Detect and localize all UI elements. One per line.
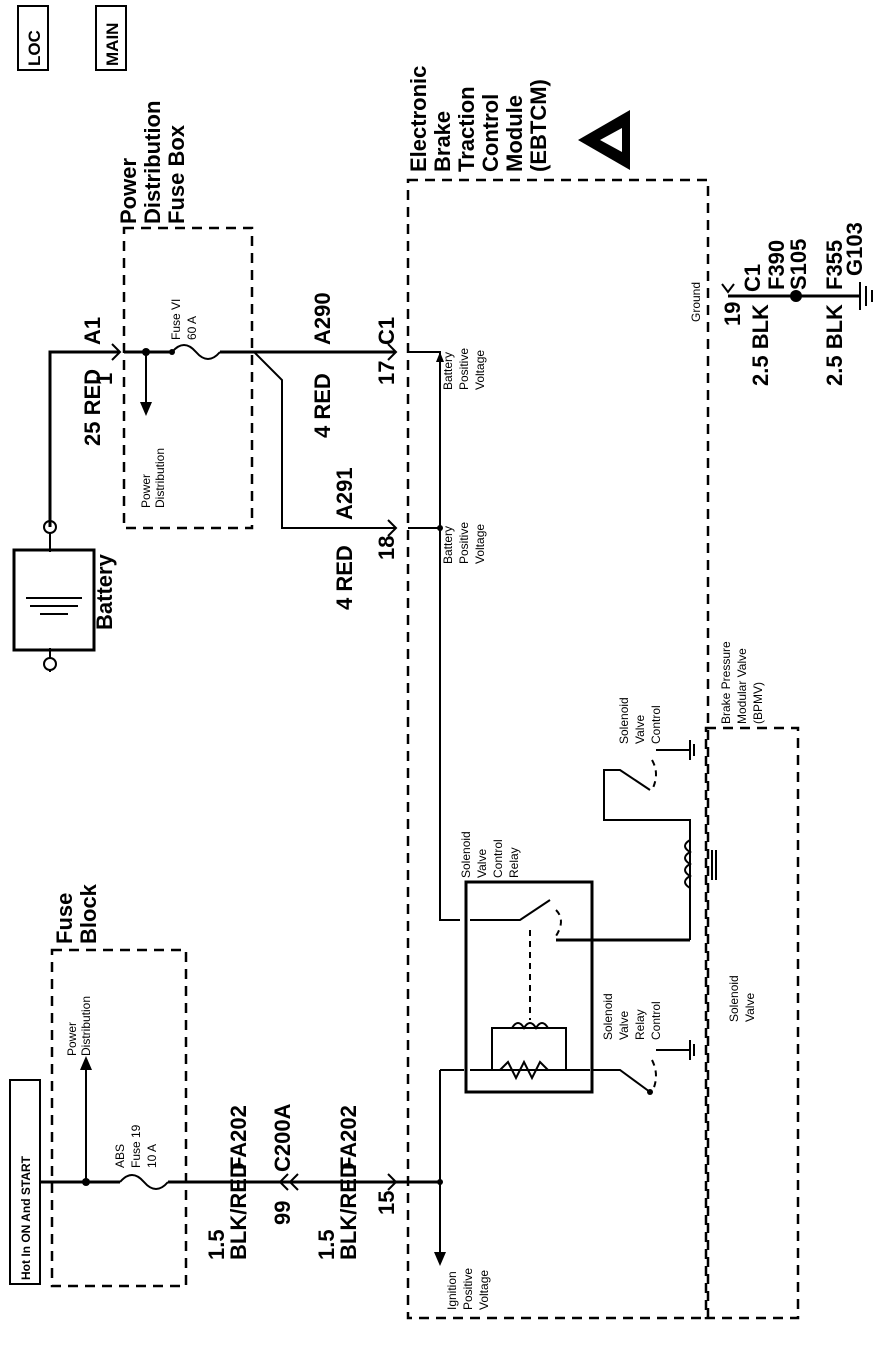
ground-label: Ground bbox=[689, 282, 703, 322]
battery-label: Battery bbox=[92, 553, 117, 630]
f390-label: F390 bbox=[764, 240, 789, 290]
batt-pos-label-1: Battery Positive Voltage bbox=[441, 345, 487, 390]
fuse-block-box bbox=[50, 948, 188, 1288]
batt-pos-label-2: Battery Positive Voltage bbox=[441, 519, 487, 564]
fuse-vi-label: Fuse VI 60 A bbox=[169, 295, 199, 340]
bpmv-label: Brake Pressure Modular Valve (BPMV) bbox=[719, 638, 765, 724]
pdfb-dist-label: Power Distribution bbox=[139, 448, 167, 508]
ebtcm-title: Electronic Brake Traction Control Module… bbox=[406, 60, 551, 173]
a290-circuit-label: A290 bbox=[310, 292, 335, 345]
arrow-down-icon bbox=[140, 402, 152, 416]
loc-badge: LOC bbox=[17, 5, 49, 71]
arrow-up-icon bbox=[80, 1056, 92, 1070]
pdfb-title: Power Distribution Fuse Box bbox=[116, 94, 189, 224]
g103-label: G103 bbox=[842, 222, 867, 276]
wire-a291 bbox=[253, 351, 396, 529]
relay-switch bbox=[470, 899, 551, 921]
fuse-block-title: Fuse Block bbox=[52, 883, 101, 944]
connector-18-symbol bbox=[387, 519, 398, 537]
main-badge: MAIN bbox=[95, 5, 127, 71]
s105-label: S105 bbox=[786, 239, 811, 290]
svg-text:LOC: LOC bbox=[25, 30, 44, 66]
relay-label: Solenoid Valve Control Relay bbox=[459, 828, 521, 878]
connector-a1-symbol bbox=[111, 343, 122, 361]
fa202b-size-label: 1.5 bbox=[314, 1229, 339, 1260]
relay-resistor bbox=[499, 1059, 549, 1081]
fa202-color-label: BLK/RED bbox=[226, 1162, 251, 1260]
valve-control-label: Solenoid Valve Control bbox=[617, 694, 663, 744]
fuse-19-symbol bbox=[119, 1174, 169, 1190]
pin-18-label: 18 bbox=[374, 536, 399, 560]
conn-c1-label: C1 bbox=[374, 317, 399, 345]
pin-15-label: 15 bbox=[374, 1191, 399, 1215]
a290-size-label: 4 RED bbox=[310, 373, 335, 438]
bpmv-box bbox=[704, 726, 800, 1320]
wire-25-red-label: 25 RED bbox=[80, 369, 105, 446]
connector-17-symbol bbox=[387, 343, 398, 361]
connector-15-symbol bbox=[387, 1173, 398, 1191]
ground-g103-icon bbox=[859, 282, 873, 310]
a291-circuit-label: A291 bbox=[332, 467, 357, 520]
wire-25-red bbox=[48, 350, 120, 527]
splice-s105 bbox=[790, 290, 802, 302]
pin-19-label: 19 bbox=[720, 302, 745, 326]
valve-control-wire bbox=[603, 769, 691, 940]
solenoid-coil bbox=[684, 839, 692, 889]
batt-positive-line-1 bbox=[408, 351, 460, 921]
gnd-size-1-label: 2.5 BLK bbox=[748, 304, 773, 386]
fb-dist-label: Power Distribution bbox=[65, 996, 93, 1056]
ground-icon bbox=[689, 1040, 695, 1060]
relay-control-label: Solenoid Valve Relay Control bbox=[601, 990, 663, 1040]
gnd-size-2-label: 2.5 BLK bbox=[822, 304, 847, 386]
gnd-conn-label: C1 bbox=[740, 264, 765, 292]
fa202-circuit-label: FA202 bbox=[226, 1105, 251, 1170]
fa202b-color-label: BLK/RED bbox=[336, 1162, 361, 1260]
connector-a1-label: A1 bbox=[80, 317, 105, 345]
c200a-pin-label: 99 bbox=[270, 1201, 295, 1225]
battery-symbol bbox=[12, 520, 96, 672]
connector-c200a-symbol bbox=[278, 1173, 289, 1191]
fa202b-circuit-label: FA202 bbox=[336, 1105, 361, 1170]
ebtcm-box bbox=[406, 178, 710, 1320]
solenoid-valve-label: Solenoid Valve bbox=[727, 972, 757, 1022]
a291-size-label: 4 RED bbox=[332, 545, 357, 610]
svg-text:MAIN: MAIN bbox=[103, 23, 122, 66]
fa202-size-label: 1.5 bbox=[204, 1229, 229, 1260]
pdfb-box bbox=[122, 226, 254, 530]
connector-19-symbol bbox=[721, 283, 735, 294]
relay-control-switch bbox=[592, 1069, 651, 1093]
relay-box bbox=[464, 880, 594, 1094]
ign-label: Ignition Positive Voltage bbox=[445, 1265, 491, 1310]
hot-in-badge: Hot In ON And START bbox=[9, 1079, 41, 1285]
svg-text:Hot In ON And START: Hot In ON And START bbox=[19, 1155, 33, 1280]
f355-label: F355 bbox=[822, 240, 847, 290]
pin-1-label: 1 bbox=[92, 373, 117, 385]
fuse-19-label: ABS Fuse 19 10 A bbox=[113, 1121, 159, 1168]
relay-coil bbox=[491, 1027, 567, 1070]
fuse-vi-symbol bbox=[171, 344, 221, 360]
pin-17-label: 17 bbox=[374, 361, 399, 385]
c200a-conn-label: C200A bbox=[270, 1103, 295, 1172]
